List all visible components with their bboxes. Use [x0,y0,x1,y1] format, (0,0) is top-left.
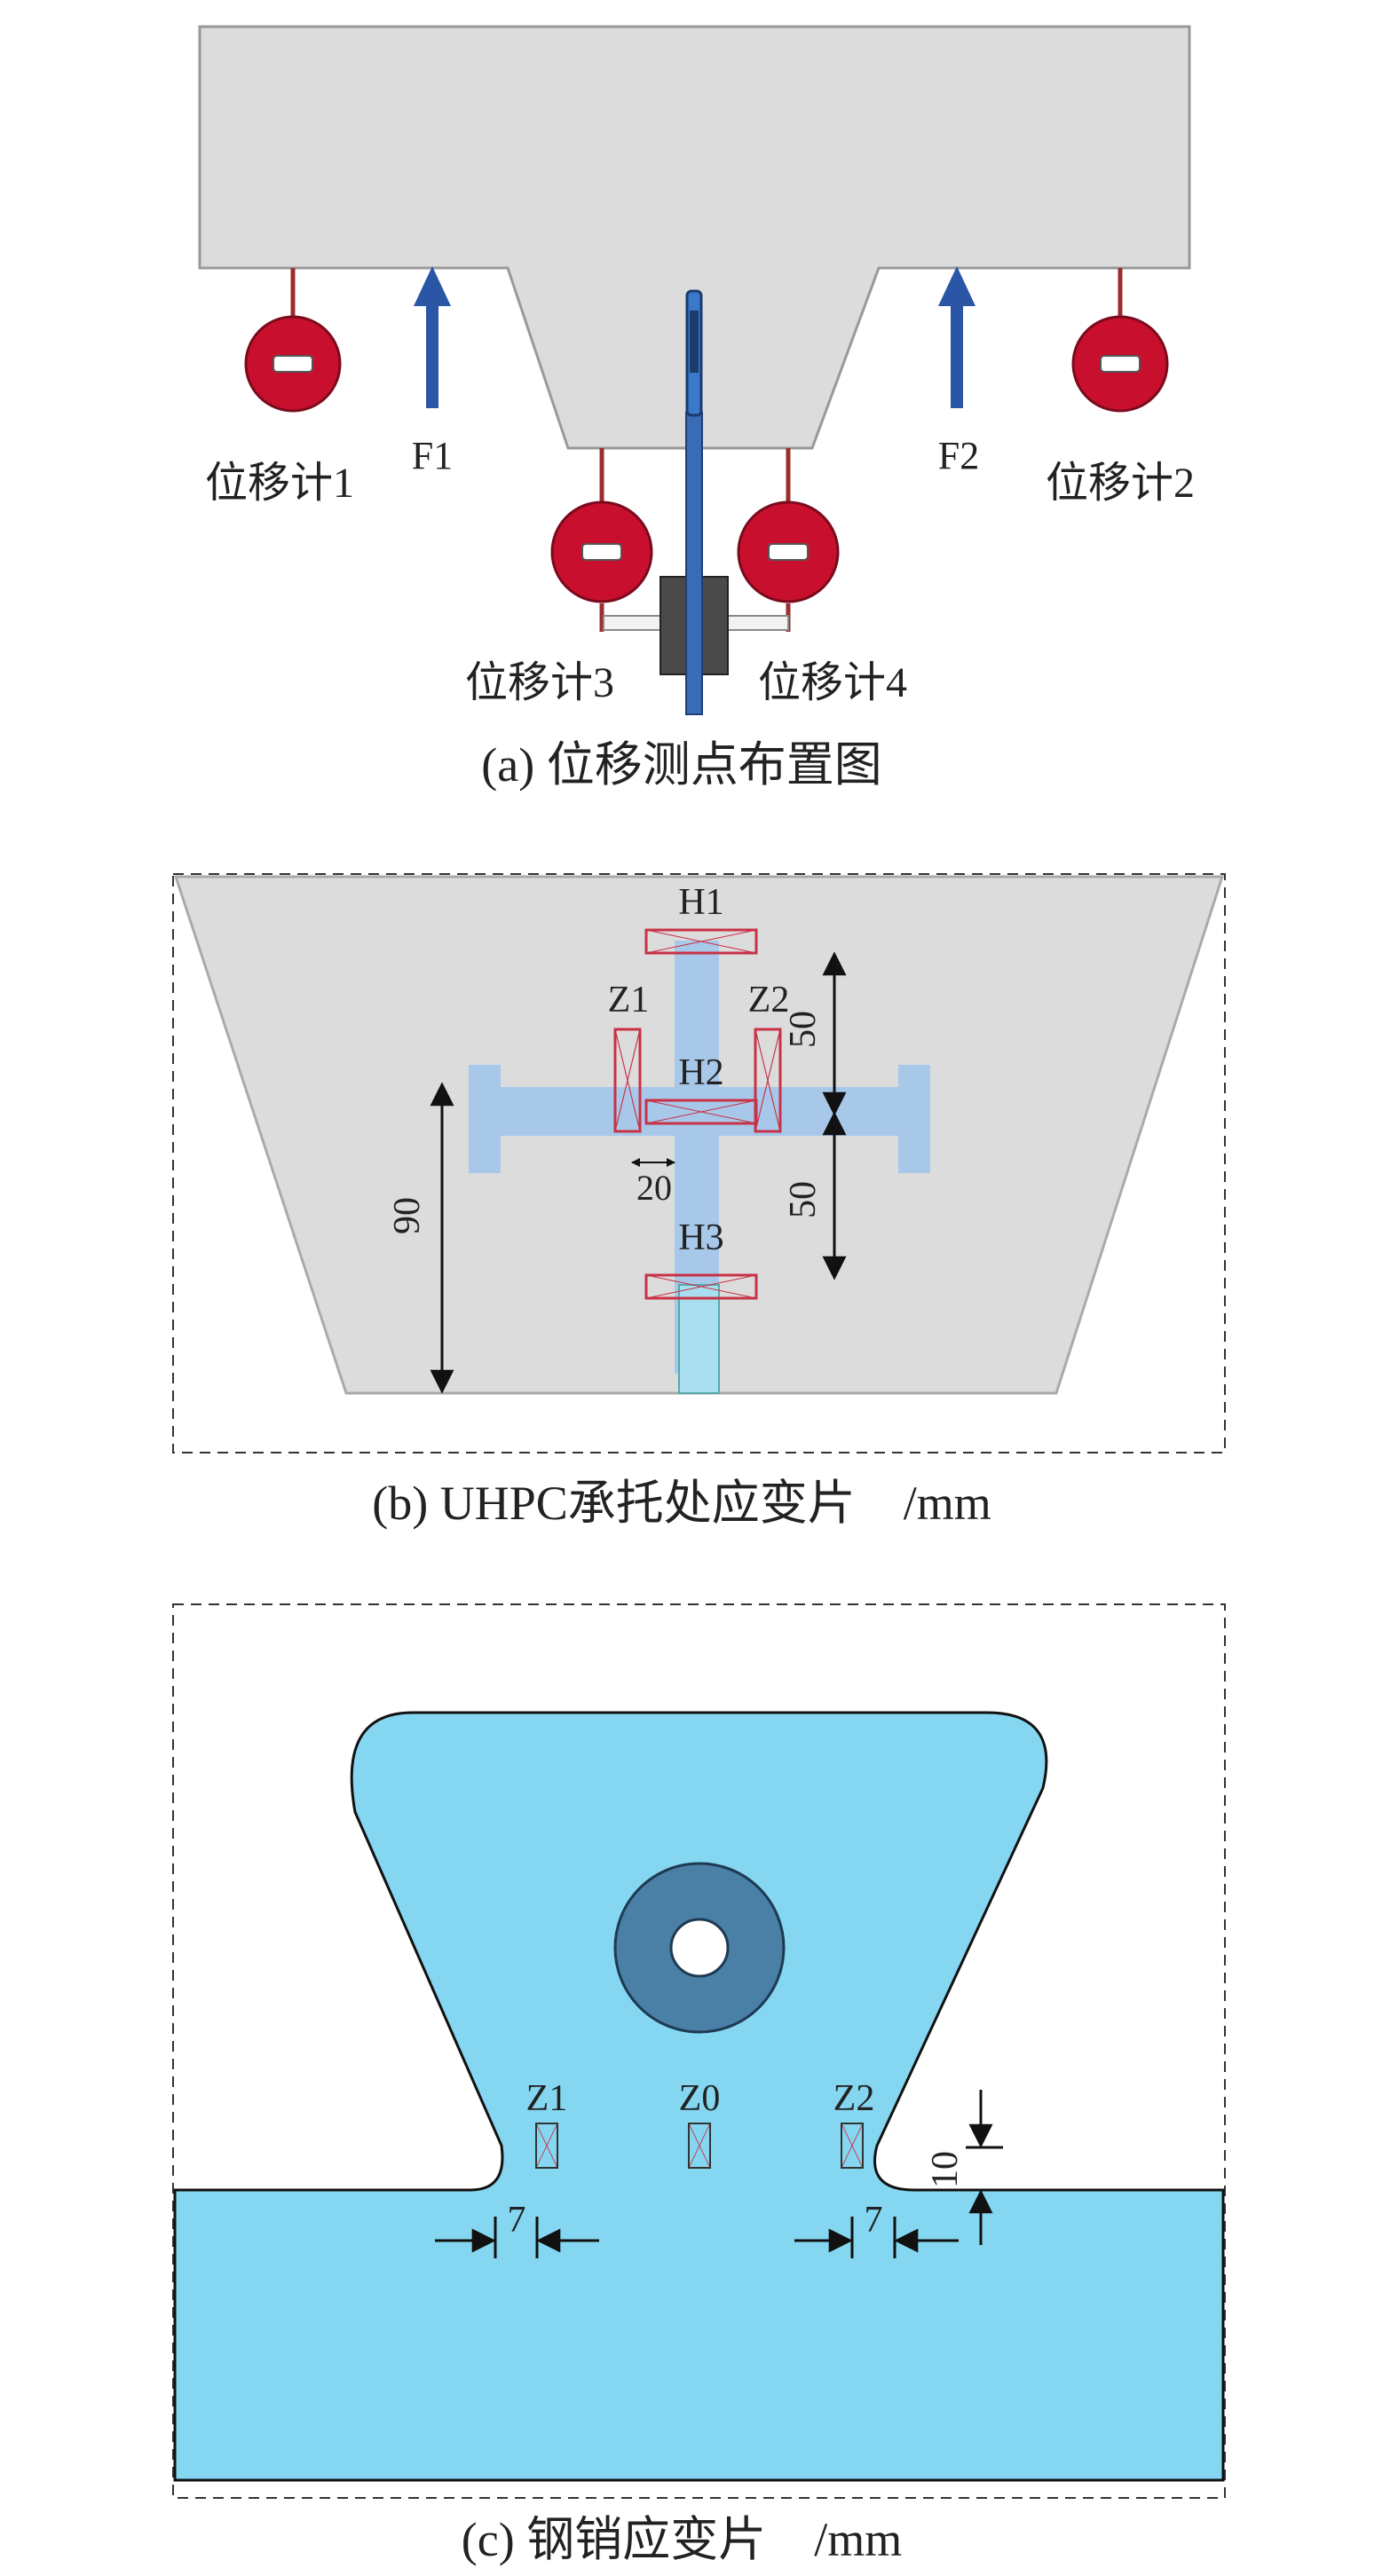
steel-pin-stub [678,1284,720,1394]
dim-7-right [794,2217,959,2258]
strain-gauge-z1 [613,1028,642,1133]
dim-label-90: 90 [387,1197,428,1234]
panel-a: F1 F2 位移计1 位移计2 位移计3 位移计4 (a) 位移测点布置图 [198,25,1195,792]
strain-gauge-h1 [644,928,758,955]
caption-b: (b) UHPC承托处应变片 /mm [372,1477,991,1530]
panel-c: Z1 Z0 Z2 7 7 10 (c) 钢销应变片 /mm [172,1603,1226,2566]
concrete-slab [198,25,1191,450]
gauge-stems [290,268,1123,632]
dim-label-bottom-50: 50 [783,1181,824,1218]
dial-gauge-1 [244,315,342,413]
label-h3: H3 [678,1217,723,1258]
label-c-z0: Z0 [679,2078,721,2119]
dim-label-10: 10 [925,2151,966,2188]
dim-label-7-right: 7 [865,2200,883,2241]
caption-c: (c) 钢销应变片 /mm [462,2513,902,2566]
label-c-z1: Z1 [526,2078,568,2119]
label-c-z2: Z2 [833,2078,875,2119]
bolt-hole [669,1918,730,1978]
strain-gauge-c-z2 [841,2123,864,2169]
frame-b [172,873,1226,1453]
dial-gauge-4 [737,500,840,603]
dim-label-20: 20 [636,1168,672,1208]
strain-gauge-c-z1 [535,2123,558,2169]
strain-gauge-c-z0 [688,2123,711,2169]
label-h1: H1 [678,882,723,923]
gauge-label-3: 位移计3 [465,659,614,706]
force-label-f1: F1 [412,434,453,477]
force-label-f2: F2 [938,434,979,477]
dim-10 [966,2090,1003,2245]
dim-label-7-left: 7 [508,2200,526,2241]
panel-b: H1 H2 H3 Z1 Z2 50 50 90 20 (b) UHPC承托处应变… [172,873,1226,1530]
gauge-label-1: 位移计1 [205,460,354,507]
gauge-label-4: 位移计4 [758,659,907,706]
dim-label-top-50: 50 [783,1011,824,1048]
gauge-label-2: 位移计2 [1046,460,1195,507]
label-h2: H2 [678,1052,723,1093]
label-z2: Z2 [748,980,790,1020]
strain-gauge-h2 [644,1099,758,1125]
strain-gauge-h3 [644,1273,758,1300]
steel-pin-slot [690,311,699,373]
frame-c [172,1603,1226,2499]
steel-pin-body [173,1711,1225,2482]
dim-7-left [435,2217,599,2258]
force-arrow-f2 [938,266,975,408]
caption-a: (a) 位移测点布置图 [481,738,881,792]
dial-gauge-2 [1071,315,1169,413]
force-arrow-f1 [414,266,451,408]
strain-gauge-z2 [754,1028,782,1133]
steel-plate [685,412,703,715]
label-z1: Z1 [608,980,650,1020]
dial-gauge-3 [550,500,653,603]
